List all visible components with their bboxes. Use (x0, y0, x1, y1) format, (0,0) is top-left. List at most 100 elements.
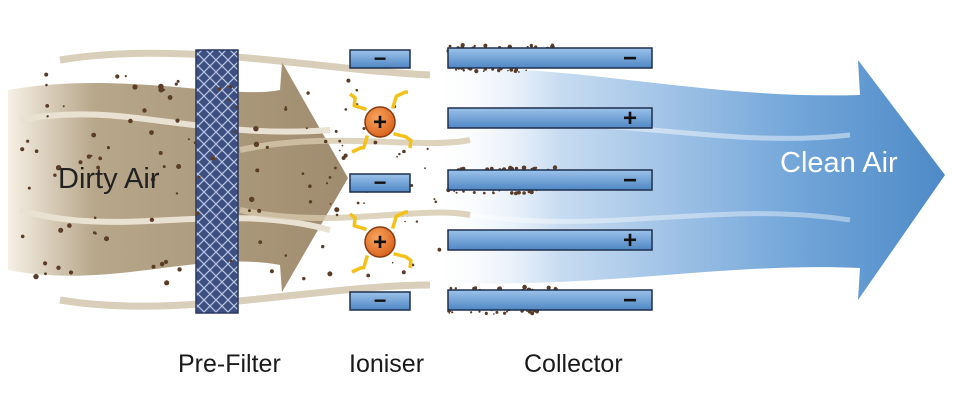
dust-particle (44, 272, 47, 276)
dust-particle (391, 261, 394, 264)
dust-particle (235, 105, 239, 109)
collected-dust (448, 44, 452, 48)
dust-particle (247, 209, 251, 213)
collected-dust (515, 191, 519, 195)
dust-particle (142, 108, 147, 113)
dust-particle (433, 198, 436, 201)
airflow-streak (239, 207, 471, 222)
dust-particle (34, 149, 39, 153)
dust-particle (175, 118, 180, 123)
dust-particle (249, 196, 255, 203)
dust-particle (343, 153, 348, 158)
collected-dust (495, 310, 499, 314)
plate-charge-sign: − (623, 287, 637, 314)
dust-particle (132, 84, 138, 90)
spark (348, 92, 368, 112)
dust-particle (58, 227, 64, 233)
dust-particle (329, 203, 332, 205)
dust-particle (229, 259, 233, 263)
dust-particle (306, 91, 310, 95)
airflow-streak (59, 281, 431, 310)
collected-dust (451, 311, 454, 314)
spark (393, 132, 413, 149)
dust-particle (334, 129, 338, 133)
dust-particle (174, 82, 178, 86)
collected-dust (492, 191, 495, 195)
collected-dust (474, 69, 479, 74)
dust-particle (115, 74, 120, 79)
dust-particle (27, 186, 31, 190)
dust-particle (308, 200, 313, 204)
dust-particle (253, 141, 260, 147)
plate-charge-sign: − (374, 288, 387, 313)
airflow-streak (59, 49, 431, 79)
dust-particle (363, 202, 365, 205)
dust-particle (55, 165, 62, 171)
dust-particle (90, 154, 93, 157)
collected-dust (534, 166, 538, 169)
collected-dust (513, 69, 518, 73)
dust-particle (96, 165, 100, 170)
dust-particle (45, 104, 50, 108)
dust-particle (323, 139, 328, 144)
collected-dust (462, 69, 465, 72)
collector-plate (447, 169, 653, 191)
dust-particle (265, 145, 269, 149)
dust-particles (20, 72, 442, 286)
dust-particle (334, 207, 340, 213)
dust-particle (195, 211, 200, 216)
collector-plate (447, 289, 653, 311)
collected-dust (473, 286, 478, 290)
dust-particle (150, 177, 156, 182)
dirty-air-streak (19, 111, 331, 135)
spark (390, 210, 409, 230)
ion-charge-sign: + (373, 229, 387, 256)
dust-particle (398, 152, 401, 156)
plate-charge-sign: − (374, 170, 387, 195)
dust-particle (198, 175, 201, 179)
dust-particle (158, 83, 164, 90)
dust-particle (426, 147, 429, 150)
collected-dust (510, 191, 514, 195)
dust-particle (175, 192, 179, 195)
collected-dust (551, 43, 554, 47)
ioniser-plate (349, 49, 411, 69)
collector-plate (447, 47, 653, 69)
dust-particle (159, 261, 165, 267)
dust-particle (404, 220, 406, 223)
collected-dust (454, 287, 457, 290)
dust-particle (176, 79, 180, 83)
dust-particle (91, 132, 97, 138)
collected-dust (448, 312, 451, 314)
collected-dust (506, 310, 508, 313)
collected-dust (522, 191, 526, 195)
ion-sphere (364, 226, 396, 258)
collected-dust (472, 191, 476, 194)
dust-particle (149, 217, 155, 222)
dust-particle (93, 231, 96, 235)
collected-dust (525, 69, 527, 72)
dust-particle (373, 140, 378, 145)
dust-particle (93, 216, 97, 220)
dust-particle (284, 254, 288, 257)
dust-particle (106, 146, 110, 150)
collected-dust (546, 285, 551, 290)
dust-particle (26, 139, 30, 143)
dust-particle (46, 115, 49, 118)
dust-particle (338, 149, 341, 152)
collected-dust (483, 43, 488, 48)
dust-particle (255, 168, 260, 173)
dirty-air-arrow (8, 62, 348, 292)
dust-particle (321, 244, 325, 249)
collected-dust (455, 68, 458, 71)
spark (351, 254, 370, 274)
plate-charge-sign: − (374, 46, 387, 71)
dust-particle (151, 264, 156, 269)
plate-charge-sign: + (623, 227, 637, 254)
collected-dust (483, 191, 486, 195)
collected-dust (484, 311, 488, 315)
collected-dust (497, 68, 501, 73)
dust-particle (366, 273, 371, 278)
airflow-streak (239, 137, 471, 153)
dust-particle (227, 98, 231, 102)
